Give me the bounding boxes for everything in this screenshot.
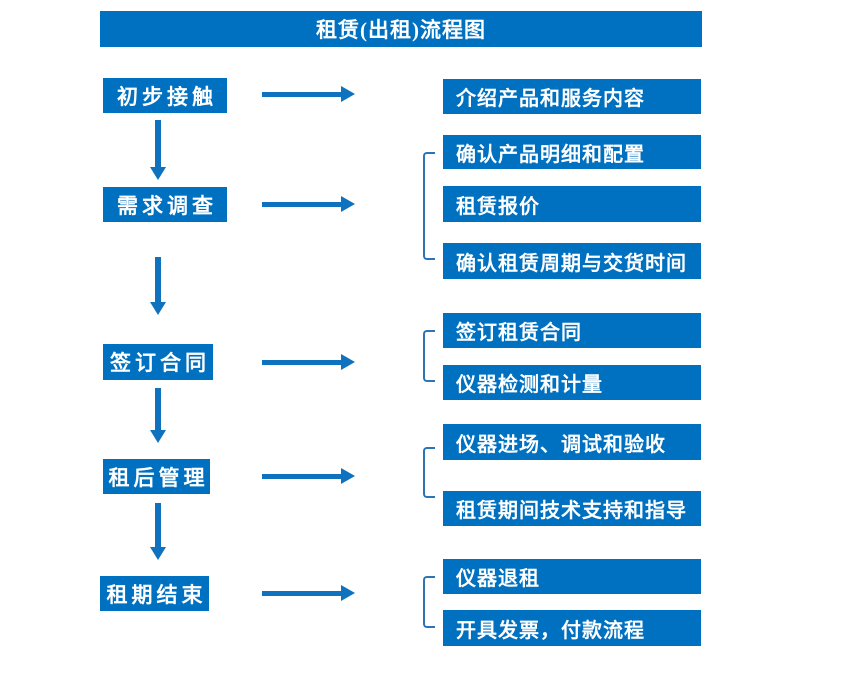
down-arrow-head-icon (150, 167, 166, 180)
right-arrow-5 (262, 585, 355, 601)
down-arrow-stem (155, 388, 161, 431)
right-arrow-2 (262, 196, 355, 212)
output-box-instrument-return: 仪器退租 (443, 559, 701, 594)
down-arrow-3 (150, 388, 166, 443)
right-arrow-4 (262, 468, 355, 484)
right-arrow-head-icon (341, 86, 355, 102)
output-box-confirm-period: 确认租赁周期与交货时间 (443, 243, 701, 279)
output-box-confirm-details: 确认产品明细和配置 (443, 135, 701, 169)
right-arrow-1 (262, 86, 355, 102)
right-arrow-stem (262, 202, 342, 207)
group-bracket-demand-survey (423, 152, 435, 260)
right-arrow-head-icon (341, 468, 355, 484)
down-arrow-stem (155, 120, 161, 168)
output-box-sign-rental-contract: 签订租赁合同 (443, 313, 701, 348)
step-box-rental-end: 租期结束 (100, 576, 209, 611)
down-arrow-4 (150, 503, 166, 560)
right-arrow-stem (262, 360, 342, 365)
group-bracket-rental-management (423, 447, 435, 498)
right-arrow-head-icon (341, 585, 355, 601)
step-box-sign-contract: 签订合同 (103, 344, 213, 380)
group-bracket-sign-contract (423, 330, 435, 382)
right-arrow-stem (262, 92, 342, 97)
output-box-instrument-testing: 仪器检测和计量 (443, 365, 701, 400)
output-box-tech-support: 租赁期间技术支持和指导 (443, 491, 701, 526)
right-arrow-stem (262, 474, 342, 479)
down-arrow-1 (150, 120, 166, 180)
step-box-rental-management: 租后管理 (103, 459, 210, 494)
output-box-invoice-payment: 开具发票，付款流程 (443, 610, 701, 646)
down-arrow-head-icon (150, 547, 166, 560)
down-arrow-head-icon (150, 430, 166, 443)
right-arrow-stem (262, 591, 342, 596)
step-box-initial-contact: 初步接触 (103, 78, 227, 113)
output-box-instrument-setup: 仪器进场、调试和验收 (443, 424, 701, 460)
page-title: 租赁(出租)流程图 (100, 11, 702, 47)
output-box-rental-quote: 租赁报价 (443, 186, 701, 222)
down-arrow-stem (155, 257, 161, 303)
down-arrow-head-icon (150, 302, 166, 315)
right-arrow-head-icon (341, 196, 355, 212)
down-arrow-2 (150, 257, 166, 315)
step-box-demand-survey: 需求调查 (103, 187, 227, 222)
group-bracket-rental-end (423, 576, 435, 628)
right-arrow-head-icon (341, 354, 355, 370)
down-arrow-stem (155, 503, 161, 548)
right-arrow-3 (262, 354, 355, 370)
output-box-intro-products: 介绍产品和服务内容 (443, 79, 701, 114)
